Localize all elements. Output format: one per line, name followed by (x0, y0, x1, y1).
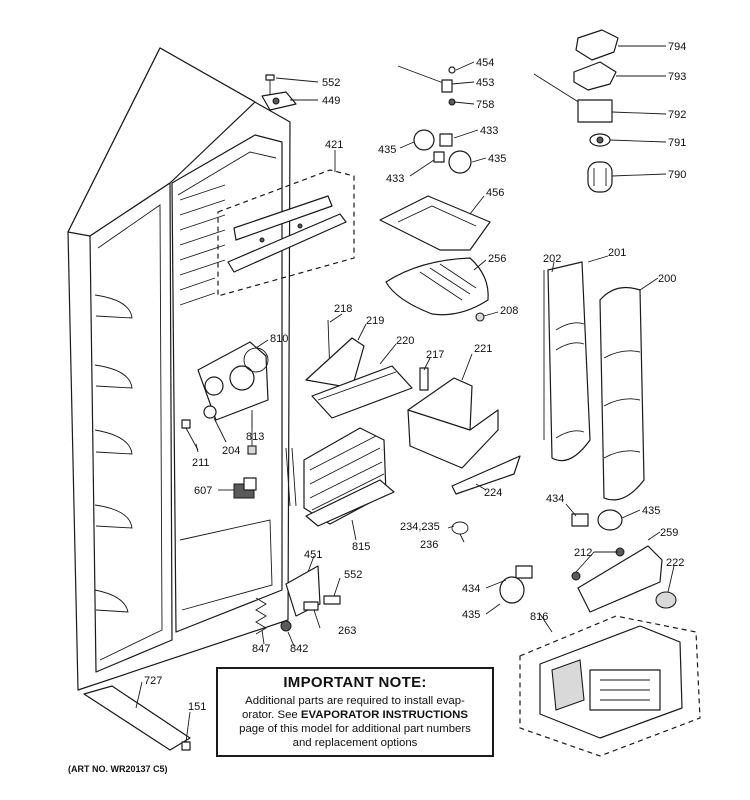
note-line-3: page of this model for additional part n… (239, 723, 471, 735)
note-body: Additional parts are required to install… (218, 694, 492, 750)
callout-435: 435 (378, 144, 396, 156)
hinge-bracket-449 (261, 91, 297, 111)
callout-449: 449 (322, 95, 340, 107)
callout-810: 810 (270, 333, 288, 345)
callout-263: 263 (338, 625, 356, 637)
housing-816 (519, 615, 701, 757)
callout-201: 201 (608, 247, 626, 259)
callout-607: 607 (194, 485, 212, 497)
callout-220: 220 (396, 335, 414, 347)
callout-217: 217 (426, 349, 444, 361)
switch-607 (233, 477, 257, 499)
callout-433: 433 (386, 173, 404, 185)
evaporator-815 (285, 427, 395, 527)
callout-200: 200 (658, 273, 676, 285)
damper-stack (533, 29, 619, 193)
icemaker-shelf (305, 319, 413, 419)
callout-211: 211 (192, 457, 210, 469)
callout-151: 151 (188, 701, 206, 713)
note-line-4: and replacement options (292, 737, 418, 749)
fan-motor-810 (197, 341, 269, 421)
pin-263 (303, 601, 319, 611)
toe-grille-727 (83, 685, 191, 751)
light-lens-256 (385, 257, 489, 316)
hinge-screw-552 (265, 74, 275, 96)
callout-204: 204 (222, 445, 240, 457)
callout-212: 212 (574, 547, 592, 559)
note-line-2-pre: orator. See (242, 709, 301, 721)
shelves (94, 294, 133, 613)
callout-792: 792 (668, 109, 686, 121)
callout-259: 259 (660, 527, 678, 539)
callout-208: 208 (500, 305, 518, 317)
light-shield-456 (379, 195, 491, 251)
callout-456: 456 (486, 187, 504, 199)
callout-451: 451 (304, 549, 322, 561)
callout-552: 552 (322, 77, 340, 89)
callout-813: 813 (246, 431, 264, 443)
callout-794: 794 (668, 41, 686, 53)
crisper-drawer (407, 367, 521, 495)
callout-435: 435 (488, 153, 506, 165)
callout-236: 236 (420, 539, 438, 551)
screw-151 (181, 741, 191, 751)
callout-433: 433 (480, 125, 498, 137)
callout-816: 816 (530, 611, 548, 623)
callout-256: 256 (488, 253, 506, 265)
callout-842: 842 (290, 643, 308, 655)
spring-847 (255, 597, 267, 635)
callout-222: 222 (666, 557, 684, 569)
thermistor-assembly (397, 65, 456, 106)
callout-421: 421 (325, 139, 343, 151)
callout-791: 791 (668, 137, 686, 149)
callout-219: 219 (366, 315, 384, 327)
callout-454: 454 (476, 57, 494, 69)
callout-790: 790 (668, 169, 686, 181)
important-note-box: IMPORTANT NOTE: Additional parts are req… (216, 667, 494, 757)
callout-434: 434 (462, 583, 480, 595)
clamp-236 (451, 521, 469, 535)
light-housing-421 (217, 169, 355, 297)
note-evaporator-instructions: EVAPORATOR INSTRUCTIONS (300, 709, 468, 721)
callout-435: 435 (642, 505, 660, 517)
note-title: IMPORTANT NOTE: (283, 674, 427, 691)
callout-labels: 552 449 421 454 453 758 435 433 433 435 … (144, 41, 686, 713)
callout-453: 453 (476, 77, 494, 89)
duct-covers (543, 261, 645, 501)
callout-847: 847 (252, 643, 270, 655)
callout-815: 815 (352, 541, 370, 553)
callout-224: 224 (484, 487, 502, 499)
art-number: (ART NO. WR20137 C5) (68, 764, 168, 774)
cam-842 (280, 620, 292, 632)
callout-434: 434 (546, 493, 564, 505)
cap-222 (655, 591, 677, 609)
light-cover-259 (571, 545, 663, 613)
callout-202: 202 (543, 253, 561, 265)
leader-lines (135, 45, 675, 743)
callout-234-235: 234,235 (400, 521, 440, 533)
grommet-204 (203, 405, 217, 419)
light-bulbs-lower (499, 509, 623, 604)
light-bulbs-upper (413, 129, 472, 174)
callout-435: 435 (462, 609, 480, 621)
nut-208 (475, 312, 485, 322)
callout-221: 221 (474, 343, 492, 355)
callout-758: 758 (476, 99, 494, 111)
note-line-1: Additional parts are required to install… (245, 695, 465, 707)
callout-552: 552 (344, 569, 362, 581)
callout-727: 727 (144, 675, 162, 687)
screw-211 (181, 419, 199, 451)
callout-218: 218 (334, 303, 352, 315)
fridge-cabinet (67, 47, 291, 691)
screw-552 (323, 595, 341, 605)
callout-793: 793 (668, 71, 686, 83)
